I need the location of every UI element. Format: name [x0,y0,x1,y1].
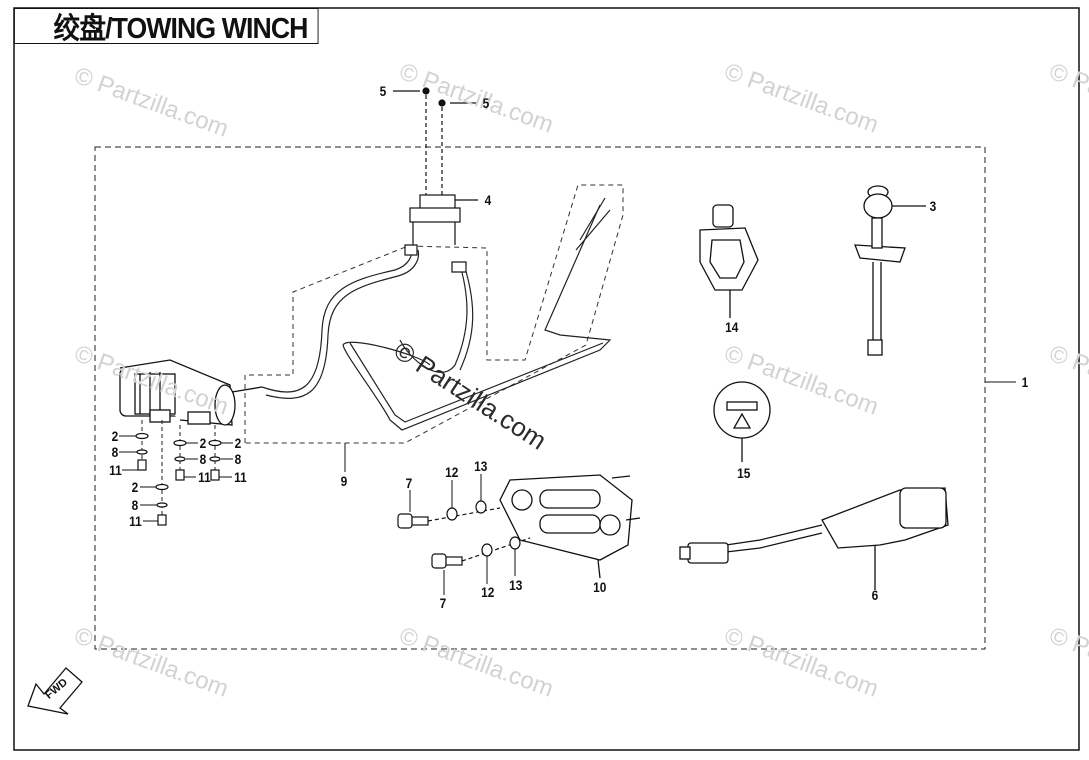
winch-motor [119,359,263,426]
callout-6: 6 [871,587,879,603]
fwd-arrow [27,667,83,715]
callout-2: 2 [131,479,139,495]
bolts-5 [393,87,478,195]
winch-fasteners [135,432,222,526]
callout-11: 11 [198,469,211,485]
callout-2: 2 [199,435,207,451]
wiring-harness [261,197,612,431]
callout-13: 13 [474,458,488,474]
callout-15: 15 [737,465,751,481]
page-title: 绞盘/TOWING WINCH [14,8,319,45]
callout-8: 8 [111,444,119,460]
callout-7: 7 [439,595,447,611]
callout-8: 8 [131,497,139,513]
callout-2: 2 [234,435,242,451]
callout-14: 14 [725,319,739,335]
callout-7: 7 [405,475,413,491]
hook [699,204,759,318]
callout-5: 5 [379,83,387,99]
callout-11: 11 [234,469,247,485]
callout-1: 1 [1021,374,1029,390]
callout-12: 12 [445,464,459,480]
callout-11: 11 [129,513,142,529]
assembly-boundary [94,146,986,650]
callout-13: 13 [509,577,523,593]
callout-3: 3 [929,198,937,214]
callout-12: 12 [481,584,495,600]
callout-11: 11 [109,462,122,478]
callout-9: 9 [340,473,348,489]
relay [404,194,478,273]
callout-8: 8 [199,451,207,467]
callout-4: 4 [484,192,492,208]
callout-5: 5 [482,95,490,111]
callout-10: 10 [593,579,607,595]
remote-control [679,487,949,590]
callout-8: 8 [234,451,242,467]
callout-2: 2 [111,428,119,444]
switch [854,185,926,356]
harness-boundary [244,184,624,444]
decal [713,381,771,462]
fairlead [499,474,641,579]
